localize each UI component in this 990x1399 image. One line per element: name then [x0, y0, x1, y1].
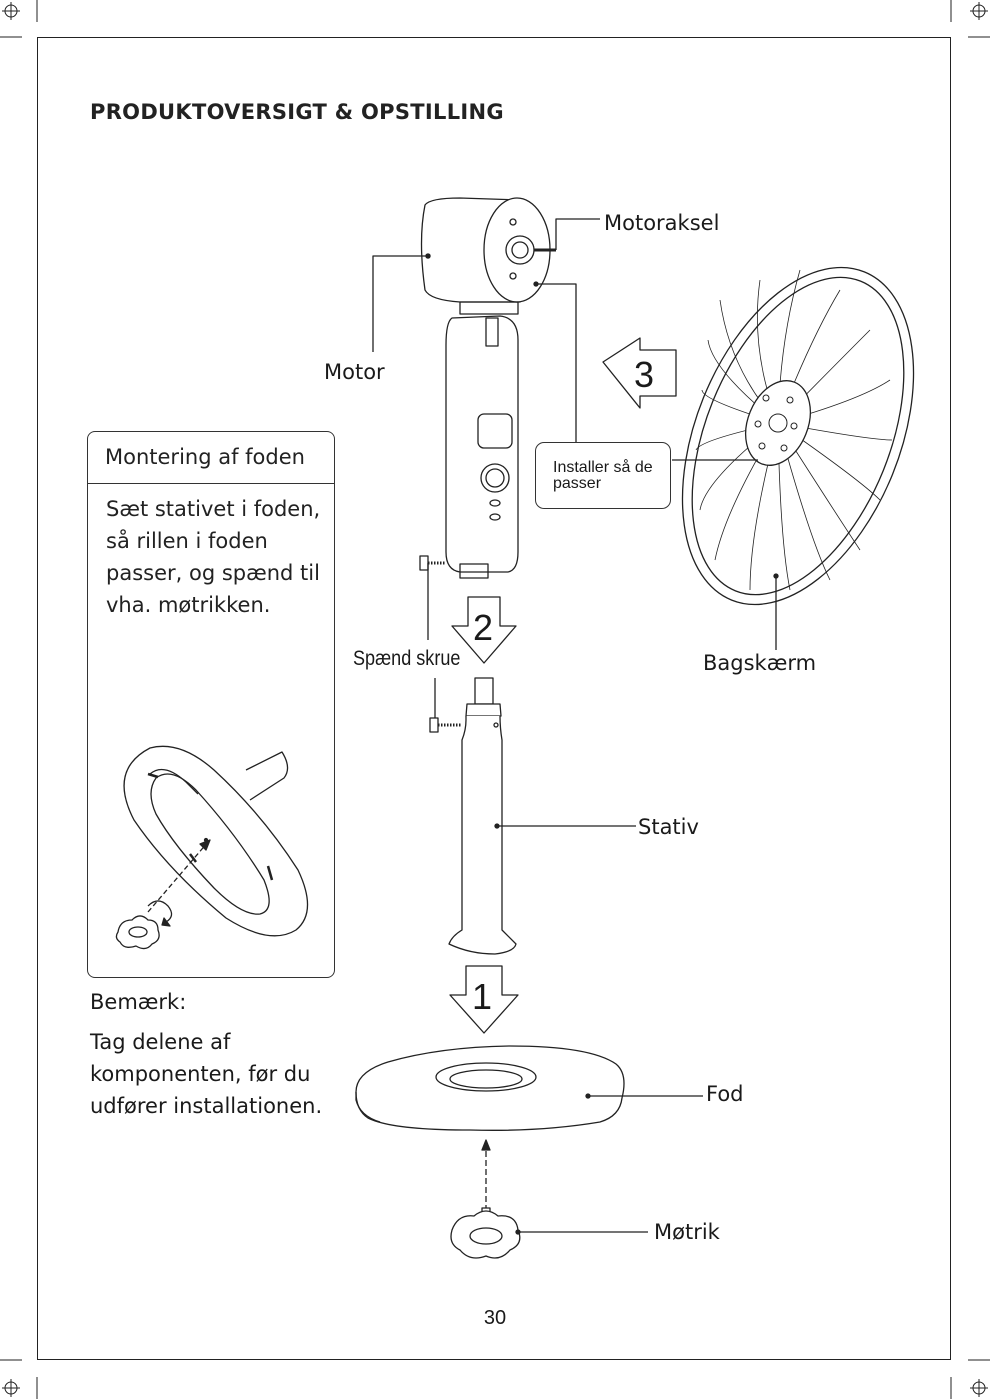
rear-guard-illustration	[637, 234, 959, 650]
step-3-number: 3	[634, 354, 654, 396]
step-1-number: 1	[472, 976, 492, 1018]
label-rear-guard: Bagskærm	[703, 651, 816, 675]
nut-illustration	[451, 1140, 648, 1258]
fan-body-illustration	[446, 302, 518, 578]
label-stand: Stativ	[638, 815, 699, 839]
label-install-fit: Installer så de passer	[553, 460, 663, 492]
label-base: Fod	[706, 1082, 744, 1106]
screw-illustration	[420, 556, 462, 732]
stand-illustration	[449, 678, 636, 954]
page-number: 30	[0, 1307, 990, 1330]
install-fit-callout: Installer så de passer	[535, 442, 671, 509]
label-motor: Motor	[324, 360, 385, 384]
label-nut: Møtrik	[654, 1220, 720, 1244]
foot-inset-illustration	[116, 746, 307, 948]
base-illustration	[356, 1046, 703, 1130]
label-motor-shaft: Motoraksel	[604, 211, 719, 235]
step-2-number: 2	[473, 607, 493, 649]
label-tighten-screw: Spænd skrue	[353, 647, 460, 671]
